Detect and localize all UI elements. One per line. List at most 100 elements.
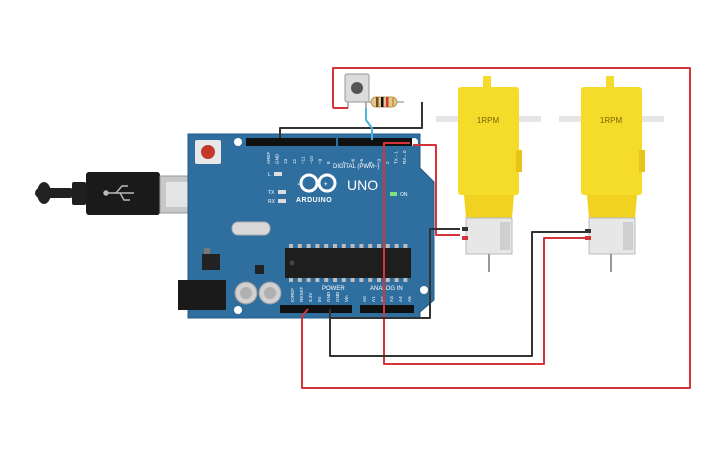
pushbutton[interactable]	[344, 73, 370, 108]
motor-clip	[587, 195, 637, 218]
pin-label: 13	[283, 158, 288, 164]
pin-label: AREF	[266, 152, 271, 164]
power-header	[280, 305, 352, 313]
chip-leg	[385, 278, 390, 282]
chip-leg	[377, 244, 381, 248]
wire-red-pin-to-motor1	[413, 144, 460, 236]
chip-leg	[368, 244, 373, 248]
led-rx-label: RX	[268, 199, 276, 205]
pin-label: 7	[342, 161, 347, 164]
chip-leg	[289, 244, 293, 248]
chip-leg	[341, 244, 346, 248]
pin-label: RESET	[299, 286, 304, 302]
pin-label: ~9	[318, 158, 323, 164]
chip-leg	[341, 278, 346, 282]
mount-hole	[234, 138, 242, 146]
resistor-band	[392, 97, 394, 107]
chip-leg	[377, 278, 381, 282]
chip-leg	[306, 244, 311, 248]
pin-label: RX←0	[402, 150, 407, 164]
chip-leg	[297, 244, 302, 248]
resistor[interactable]	[366, 96, 404, 108]
pin-label: 8	[326, 161, 331, 164]
svg-text:−: −	[297, 182, 301, 188]
chip-leg	[394, 278, 399, 282]
chip-leg	[368, 278, 373, 282]
pin-label: ~11	[300, 156, 305, 164]
small-chip	[255, 265, 264, 274]
chip-leg	[324, 244, 329, 248]
chip-leg	[385, 244, 390, 248]
pin-label: A3	[389, 296, 394, 302]
chip-leg	[315, 244, 320, 248]
usb-cable-strain-relief	[37, 182, 51, 204]
motor-gearbox	[581, 87, 642, 195]
pin-label: A5	[407, 296, 412, 302]
motor-2-label: 1RPM	[600, 116, 623, 125]
arduino-logo-icon	[299, 173, 337, 193]
pin-label: A2	[380, 296, 385, 302]
crystal-oscillator	[231, 221, 271, 236]
chip-leg	[394, 244, 399, 248]
pin-label: 3.3V	[308, 292, 313, 302]
reset-button-cap[interactable]	[201, 145, 215, 159]
chip-leg	[359, 244, 364, 248]
resistor-band	[381, 97, 384, 107]
chip-leg	[306, 278, 311, 282]
model-label: UNO	[347, 177, 378, 193]
chip-pins	[289, 244, 408, 282]
chip-leg	[403, 278, 408, 282]
chip-leg	[350, 244, 355, 248]
chip-leg	[297, 278, 302, 282]
wire-black-gnd-motor1	[330, 228, 460, 319]
header-top-right	[338, 138, 412, 146]
pin-label: Vin	[344, 295, 349, 302]
motor-shaft-left	[436, 116, 460, 122]
pin-label: GND	[335, 291, 340, 302]
atmega-chip	[285, 248, 411, 278]
pin-label: 12	[292, 158, 297, 164]
motor-clip	[464, 195, 514, 218]
on-led	[390, 192, 397, 196]
led-tx	[278, 190, 286, 194]
pin-label: ~6	[351, 158, 356, 164]
wire-blue-signal	[365, 108, 373, 140]
dc-gear-motor-1[interactable]: 1RPM	[436, 76, 541, 272]
dc-gear-motor-2[interactable]: 1RPM	[559, 76, 664, 272]
pin-label: ~5	[359, 158, 364, 164]
pin-label: A1	[371, 296, 376, 302]
wire-black-gnd-resistor	[279, 102, 423, 138]
motor-1-label: 1RPM	[477, 116, 500, 125]
pin-label: ~10	[309, 156, 314, 164]
wire-red-pin-to-motor2	[383, 142, 585, 365]
analog-label: ANALOG IN	[370, 286, 403, 292]
usb-icon	[103, 185, 134, 201]
wires	[279, 67, 691, 389]
dc-power-jack[interactable]	[178, 280, 226, 310]
pin-label: 2	[385, 161, 390, 164]
led-l	[274, 172, 282, 176]
mount-hole	[234, 306, 242, 314]
pin-label: GND	[326, 291, 331, 302]
usb-cable[interactable]	[35, 172, 213, 215]
digital-label: DIGITAL (PWM~)	[333, 164, 380, 170]
motor-shaft-right	[640, 116, 664, 122]
led-rx	[278, 199, 286, 203]
pin-label: A0	[362, 296, 367, 302]
wire-black-gnd-motor2	[329, 231, 585, 357]
resistor-band	[376, 97, 379, 107]
wire-red-5v	[301, 67, 691, 389]
pin-label: 5V	[317, 295, 322, 302]
chip-leg	[359, 278, 364, 282]
led-l-label: L	[268, 172, 271, 178]
pin-label: ~3	[376, 158, 381, 164]
header-top-left	[246, 138, 336, 146]
chip-leg	[333, 278, 337, 282]
chip-leg	[324, 278, 329, 282]
pin-label: GND	[275, 153, 280, 164]
